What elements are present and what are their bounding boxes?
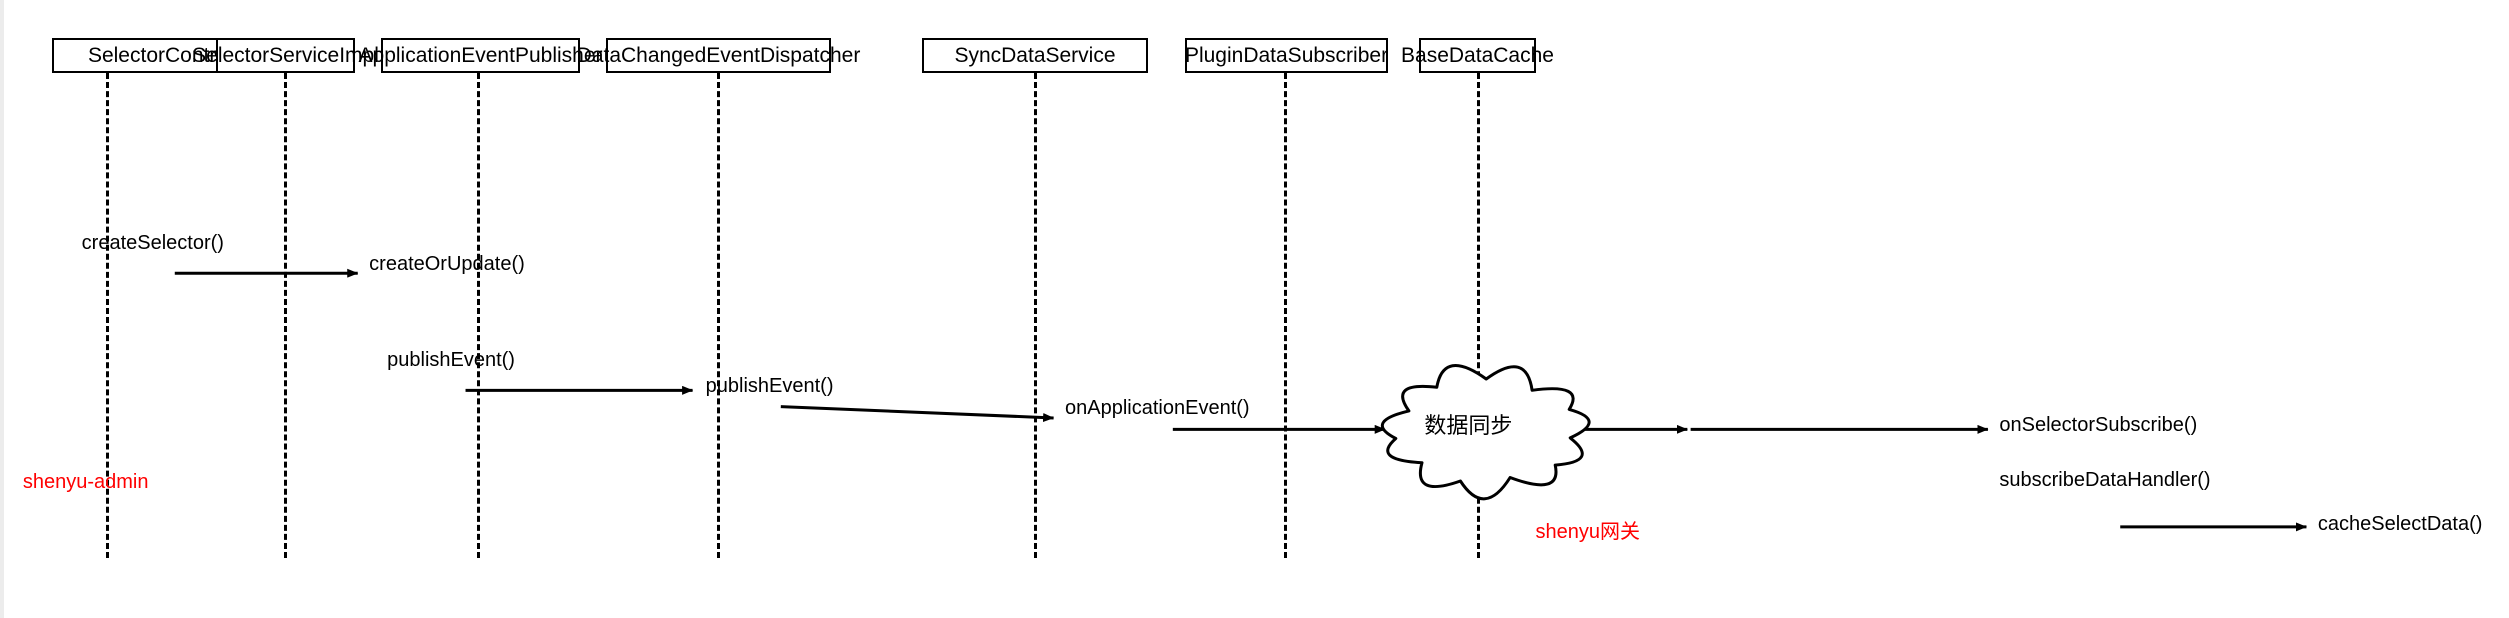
lifeline-basedatacache <box>1477 73 1480 558</box>
participant-box-basedatacache[interactable]: BaseDataCache <box>1401 38 1554 73</box>
message-label-createselector: createSelector() <box>81 231 224 254</box>
participant-label: SelectorController <box>87 44 257 67</box>
message-label-createorupdate: createOrUpdate() <box>369 252 525 275</box>
participant-box-syncdataservice[interactable]: SyncDataService <box>922 38 1148 73</box>
message-label-onapplicationevent: onApplicationEvent() <box>1065 397 1250 420</box>
participant-box-plugindatasubscriber[interactable]: PluginDataSubscriber <box>1185 38 1388 73</box>
cloud-label: 数据同步 <box>1424 412 1513 438</box>
lifeline-datachangedeventdispatcher <box>717 73 720 558</box>
note-label-0: shenyu-admin <box>22 470 149 493</box>
lifeline-applicationeventpublisher <box>477 73 480 558</box>
message-label-subscribedatahandler: subscribeDataHandler() <box>1999 469 2211 491</box>
participant-box-applicationeventpublisher[interactable]: ApplicationEventPublisher <box>359 38 603 73</box>
message-arrow-4 <box>780 405 1055 423</box>
note-label-1: shenyu网关 <box>1535 521 1640 544</box>
participant-label: BaseDataCache <box>1401 44 1554 67</box>
participant-box-datachangedeventdispatcher[interactable]: DataChangedEventDispatcher <box>577 38 860 73</box>
participant-label: PluginDataSubscriber <box>1184 44 1389 67</box>
participant-label: ApplicationEventPublisher <box>358 44 603 67</box>
lifeline-plugindatasubscriber <box>1284 73 1287 558</box>
participant-label: SelectorServiceImpl <box>192 44 379 67</box>
participant-box-selectorserviceimpl[interactable]: SelectorServiceImpl <box>192 38 379 73</box>
message-label-onselectorsubscribe: onSelectorSubscribe() <box>1999 413 2198 436</box>
lifeline-syncdataservice <box>1034 73 1037 558</box>
message-label-cacheselectdata: cacheSelectData() <box>2317 512 2483 535</box>
lifeline-selectorcontroller <box>106 73 109 558</box>
lifeline-selectorserviceimpl <box>284 73 287 558</box>
message-label-publishevent: publishEvent() <box>705 374 834 397</box>
message-label-publishevent: publishEvent() <box>387 348 515 371</box>
data-sync-cloud <box>1380 363 1592 501</box>
participant-label: SyncDataService <box>954 44 1116 67</box>
canvas-left-edge-strip <box>0 0 4 618</box>
cloud-shape-icon <box>1381 363 1591 501</box>
participant-label: DataChangedEventDispatcher <box>576 44 861 67</box>
